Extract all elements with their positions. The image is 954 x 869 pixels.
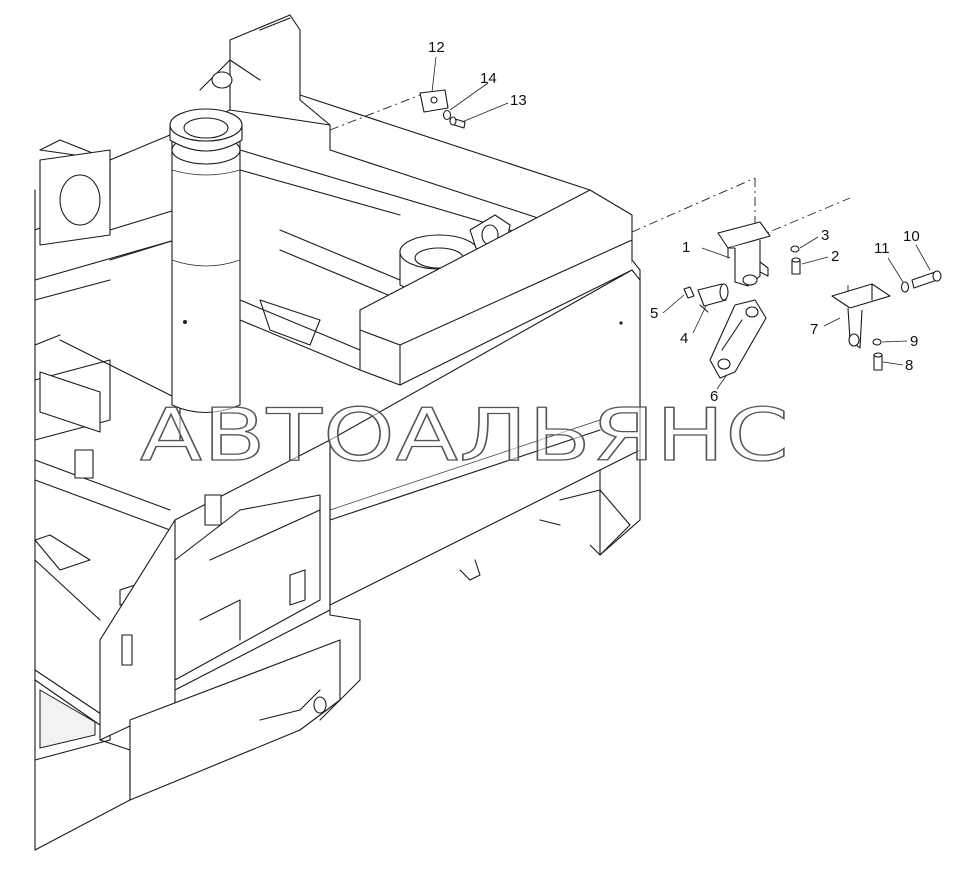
- callout-14: 14: [480, 70, 497, 87]
- watermark-text: АВТОАЛЬЯНС: [140, 393, 790, 477]
- part-2-bolt: [791, 257, 801, 275]
- callout-13: 13: [510, 92, 527, 109]
- part-10-bolt: [911, 270, 942, 289]
- callout-labels: 12 14 13 1 3 2 11 10 5 4 7 9 8 6: [428, 39, 920, 405]
- callout-11: 11: [874, 240, 890, 257]
- part-4-pin: [697, 283, 729, 313]
- leader-lines: [431, 56, 931, 390]
- side-panel: [319, 189, 641, 721]
- callout-12: 12: [428, 39, 445, 56]
- part-5-clip: [683, 286, 695, 299]
- part-3-washer: [790, 245, 800, 253]
- callout-4: 4: [680, 330, 688, 347]
- callout-3: 3: [821, 227, 829, 244]
- front-frame: [34, 439, 341, 851]
- callout-5: 5: [650, 305, 658, 322]
- part-13-bolt: [449, 116, 466, 129]
- part-12-plate: [419, 89, 449, 113]
- callout-9: 9: [910, 333, 918, 350]
- part-11-washer: [900, 281, 910, 293]
- callout-10: 10: [903, 228, 920, 245]
- part-9-washer: [872, 338, 882, 346]
- callout-6: 6: [710, 388, 718, 405]
- callout-2: 2: [831, 248, 839, 265]
- part-8-bolt: [873, 352, 883, 371]
- callout-1: 1: [682, 239, 690, 256]
- part-7-bracket: [831, 283, 891, 349]
- callout-7: 7: [810, 321, 818, 338]
- part-1-bracket: [717, 221, 771, 287]
- part-6-link: [709, 299, 767, 379]
- column-assembly: [169, 108, 243, 413]
- part-14-washer: [442, 109, 452, 121]
- callout-8: 8: [905, 357, 913, 374]
